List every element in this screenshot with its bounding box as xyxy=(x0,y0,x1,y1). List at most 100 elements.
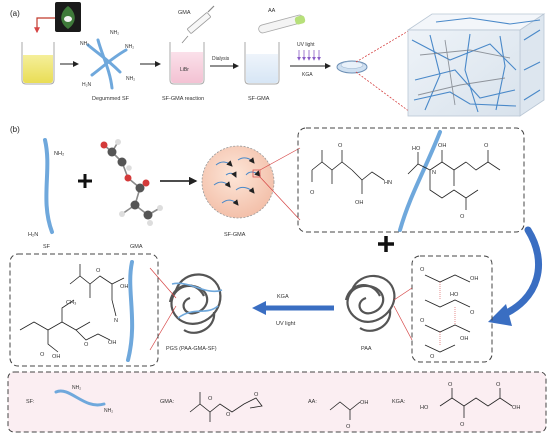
uv-light-label-b: UV light xyxy=(276,321,296,327)
blue-curved-arrow xyxy=(496,226,543,320)
zoom-line-top xyxy=(355,29,411,63)
pgs-coil xyxy=(168,273,223,334)
hydrogel-disc xyxy=(336,60,368,74)
pgs-o2: O xyxy=(96,268,101,274)
legend-sf-fiber xyxy=(54,389,106,407)
legend-aa-label: AA: xyxy=(308,399,317,405)
network-cube xyxy=(406,13,546,117)
plus-icon-1 xyxy=(78,174,92,188)
legend-aa-o: O xyxy=(346,424,351,430)
sphere-zoom-bottom xyxy=(259,176,301,221)
sf-nh2: NH₂ xyxy=(54,151,64,157)
legend-gma-label: GMA: xyxy=(160,399,175,405)
legend-box xyxy=(7,371,547,433)
kga-o4: O xyxy=(430,354,435,360)
paa-zoom-bottom xyxy=(393,305,413,341)
pgs-label: PGS (PAA-GMA-SF) xyxy=(166,346,217,352)
blue-arrow-head xyxy=(488,304,512,326)
sphere-zoom-top xyxy=(259,147,301,171)
kga-o1: O xyxy=(420,267,425,273)
uv-light-label-a: UV light xyxy=(297,42,315,48)
sf-gma-sphere xyxy=(201,145,275,219)
dialysis-label: Dialysis xyxy=(212,56,230,62)
reverse-arrow-head xyxy=(252,301,266,315)
sf-h2n: H₂N xyxy=(28,232,38,238)
zoom-line-bottom xyxy=(355,71,411,113)
box1-n: N xyxy=(432,170,436,176)
beaker-raw-silk xyxy=(21,42,55,85)
legend-aa-oh: OH xyxy=(360,400,368,406)
paa-coil xyxy=(344,274,396,332)
legend-sf-nh2-1: NH₂ xyxy=(72,385,81,391)
box1-hn: HN xyxy=(384,180,392,186)
syringe-icon xyxy=(181,5,215,44)
plus-icon-2 xyxy=(378,236,394,252)
legend-sf-nh2-2: NH₂ xyxy=(104,408,113,414)
panel-a-label: (a) xyxy=(10,9,20,18)
pgs-oh3: OH xyxy=(120,284,128,290)
legend-kga-structure xyxy=(439,388,513,418)
caption-degummed-sf: Degummed SF xyxy=(92,96,130,102)
silk-cocoon-icon xyxy=(55,2,81,32)
uv-arrows-icon xyxy=(297,50,321,61)
box1-o4: O xyxy=(460,214,465,220)
legend-kga-label: KGA: xyxy=(392,399,406,405)
kga-o3: O xyxy=(420,318,425,324)
pgs-oh1: OH xyxy=(52,354,60,360)
aa-tube-label: AA xyxy=(268,8,276,14)
pgs-structure-box: O OH CH₃ OH N OH O O xyxy=(9,253,159,367)
kga-structure-box: O OH HO O O OH O xyxy=(411,255,493,363)
pgs-o1: O xyxy=(40,352,45,358)
pgs-n: N xyxy=(114,318,118,324)
legend-kga-o3: O xyxy=(496,382,501,388)
legend-gma-o3: O xyxy=(254,392,259,398)
degummed-sf-fibers xyxy=(86,38,128,90)
panel-b-label: (b) xyxy=(10,125,20,134)
box1-ho: HO xyxy=(412,146,421,152)
kga-oh2: OH xyxy=(460,336,468,342)
kga-label-b: KGA xyxy=(277,294,289,300)
gma-label: GMA xyxy=(130,244,143,250)
kga-oh1: OH xyxy=(470,276,478,282)
kga-ho1: HO xyxy=(450,292,459,298)
legend-kga-o1: O xyxy=(448,382,453,388)
legend-kga-ho: HO xyxy=(420,405,429,411)
pgs-ch3: CH₃ xyxy=(66,300,76,306)
legend-gma-o2: O xyxy=(226,412,231,418)
beaker-sf-gma xyxy=(244,42,280,85)
degummed-nh2-right: NH₂ xyxy=(125,44,134,50)
box1-o3: O xyxy=(484,143,489,149)
legend-gma-structure xyxy=(189,392,263,422)
pgs-zoom-top xyxy=(149,267,177,299)
degummed-nh2-left: NH₂ xyxy=(80,41,89,47)
gma-molecule-model xyxy=(100,139,163,226)
legend-kga-oh: OH xyxy=(512,405,520,411)
box1-o1: O xyxy=(310,190,315,196)
legend-kga-o2: O xyxy=(460,422,465,428)
legend-aa-structure xyxy=(329,401,361,420)
box1-oh2: OH xyxy=(438,143,446,149)
aa-tube-icon xyxy=(258,14,306,34)
sf-fiber xyxy=(43,138,54,234)
kga-o2: O xyxy=(470,310,475,316)
beaker-libr-label: LiBr xyxy=(180,67,189,73)
sf-gma-structure-box: O O OH HN N OH HO O O xyxy=(297,127,525,233)
degummed-nh2-top: NH₂ xyxy=(110,30,119,36)
box1-oh1: OH xyxy=(355,200,363,206)
beaker-libr xyxy=(169,42,205,85)
pgs-o3: O xyxy=(84,342,89,348)
legend-sf-label: SF: xyxy=(26,399,35,405)
caption-sf-gma-reaction: SF-GMA reaction xyxy=(162,96,204,102)
legend-gma-o1: O xyxy=(208,396,213,402)
paa-label: PAA xyxy=(361,346,372,352)
kga-label-a: KGA xyxy=(302,72,313,78)
pgs-zoom-bottom xyxy=(149,305,177,351)
degummed-nh2-bottom: NH₂ xyxy=(126,76,135,82)
caption-sf-gma: SF-GMA xyxy=(248,96,270,102)
box1-o2: O xyxy=(338,143,343,149)
pgs-oh2: OH xyxy=(108,340,116,346)
degummed-h2n: H₂N xyxy=(82,82,92,88)
sf-label: SF xyxy=(43,244,51,250)
sf-gma-label: SF-GMA xyxy=(224,232,246,238)
